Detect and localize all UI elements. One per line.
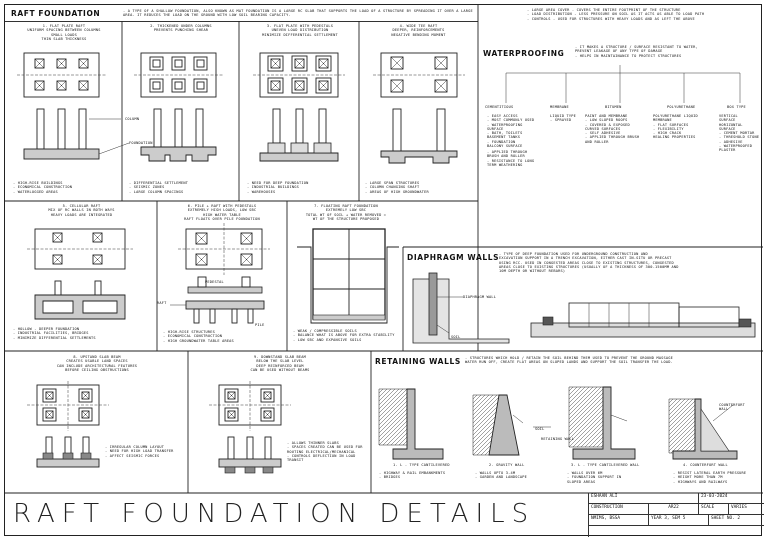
panel-flat-plate-pedestals-title: 3. FLAT PLATE WITH PEDESTALS UNEVEN LOAD… bbox=[262, 24, 338, 37]
panel-wide-tee-raft-title: 4. WIDE TEE RAFT DEEPER, REINFORCEMENTS … bbox=[391, 24, 446, 37]
wp-type-membrane: MEMBRANE bbox=[550, 105, 569, 109]
floating-raft-diagram bbox=[297, 228, 399, 324]
tb-sheet-number: SHEET NO. 2 bbox=[709, 515, 764, 526]
diaphragm-walls-description: - TYPE OF DEEP FOUNDATION USED FOR UNDER… bbox=[499, 252, 679, 274]
flat-plate-raft-notes: - HIGH-RISE BUILDINGS - ECONOMICAL CONST… bbox=[13, 181, 73, 194]
wp-cementitious-extra: - APPLIED THROUGH BRUSH AND ROLLER - RES… bbox=[487, 150, 535, 167]
tb-institution: NMIMS, BSSA bbox=[589, 515, 649, 526]
sheet-big-title: RAFT FOUNDATION DETAILS bbox=[13, 499, 536, 529]
retaining-type-4-name: 4. COUNTERFORT WALL bbox=[683, 463, 728, 467]
tb-student-name: ESHAAN ALI bbox=[589, 493, 699, 504]
drawing-sheet: RAFT FOUNDATION - A TYPE OF A SHALLOW FO… bbox=[4, 4, 764, 537]
pile-raft-diagram bbox=[170, 223, 270, 324]
diaphragm-plan-section bbox=[530, 302, 756, 338]
wp-type-polyurethane: POLYURETHANE bbox=[667, 105, 696, 109]
waterproofing-tree-lines bbox=[505, 65, 741, 103]
pedestal-label: PEDESTAL bbox=[205, 280, 224, 284]
waterproofing-title: WATERPROOFING bbox=[483, 49, 565, 58]
wide-tee-raft-notes: - LARGE SPAN STRUCTURES - COLUMN CHANGIN… bbox=[365, 181, 429, 194]
flat-plate-raft-diagram bbox=[17, 52, 130, 160]
upstand-slab-diagram bbox=[27, 381, 109, 468]
raft-foundation-features: - LARGE AREA COVER - COVERS THE ENTIRE F… bbox=[527, 8, 705, 21]
retaining-walls-title: RETAINING WALLS bbox=[375, 357, 461, 366]
raft-label: RAFT bbox=[157, 301, 167, 305]
pedestal-raft-notes: - NEED FOR DEEP FOUNDATION - INDUSTRIAL … bbox=[247, 181, 309, 194]
retaining-type-2-notes: - WALLS UPTO 3-4M - GARDEN AND LANDSCAPE bbox=[475, 471, 527, 480]
cellular-raft-notes: - HOLLOW - DEEPER FOUNDATION - INDUSTRIA… bbox=[13, 327, 96, 340]
panel-upstand-slab-title: 8. UPSTAND SLAB BEAM CREATES USABLE LAND… bbox=[56, 355, 138, 372]
tb-date: 23-03-2024 bbox=[699, 493, 764, 504]
wp-type-bitumen: BITUMEN bbox=[605, 105, 622, 109]
counterfort-wall-label: COUNTERFORT WALL bbox=[719, 403, 745, 412]
foundation-label: FOUNDATION bbox=[129, 141, 153, 145]
pile-raft-notes: - HIGH-RISE STRUCTURES - ECONOMICAL CONS… bbox=[163, 330, 234, 343]
retaining-wall-label: RETAINING WALL bbox=[541, 437, 575, 441]
floating-raft-notes: - WEAK / COMPRESSIBLE SOILS - BALANCE WH… bbox=[293, 329, 395, 342]
panel-floating-raft-title: 7. FLOATING RAFT FOUNDATION EXTREMELY LO… bbox=[305, 204, 387, 221]
raft-foundation-description: - A TYPE OF A SHALLOW FOUNDATION, ALSO K… bbox=[123, 9, 473, 18]
panel-flat-plate-raft-title: 1. FLAT PLATE RAFT UNIFORM SPACING BETWE… bbox=[27, 24, 101, 41]
panel-pile-raft-title: 6. PILE + RAFT WITH PEDESTALS EXTREMELY … bbox=[184, 204, 260, 221]
upstand-slab-notes: - IRREGULAR COLUMN LAYOUT - NEED FOR HIG… bbox=[105, 445, 174, 458]
panel-grid-lines bbox=[5, 5, 763, 494]
wp-cementitious-items: - EASY ACCESS - MOST COMMONLY USED - WAT… bbox=[487, 114, 535, 149]
wide-tee-raft-diagram bbox=[373, 52, 465, 164]
diaphragm-wall-section bbox=[412, 272, 510, 344]
thickened-raft-diagram bbox=[134, 52, 223, 162]
retaining-wall-sections bbox=[378, 386, 738, 460]
thickened-raft-notes: - DIFFERENTIAL SETTLEMENT - SEISMIC ZONE… bbox=[129, 181, 189, 194]
tb-year: YEAR 3, SEM 5 bbox=[649, 515, 709, 526]
diaphragm-wall-label: DIAPHRAGM WALL bbox=[463, 295, 497, 299]
diaphragm-walls-title: DIAPHRAGM WALLS bbox=[407, 253, 500, 262]
retaining-soil-label: SOIL bbox=[535, 427, 545, 431]
downstand-slab-diagram bbox=[209, 381, 291, 474]
l-type-cantilevered-section bbox=[378, 388, 444, 460]
retaining-type-3-notes: - WALLS OVER 6M - FOUNDATION SUPPORT IN … bbox=[567, 471, 622, 484]
wp-membrane-items: LIQUID TYPE - SPRAYED bbox=[550, 114, 576, 123]
wp-type-box: BOX TYPE bbox=[727, 105, 746, 109]
panel-downstand-slab-title: 9. DOWNSTAND SLAB BEAM BELOW THE SLAB LE… bbox=[250, 355, 310, 372]
retaining-type-1-name: 1. L - TYPE CANTILEVERED bbox=[393, 463, 450, 467]
pedestal-raft-diagram bbox=[253, 52, 345, 162]
pile-label: PILE bbox=[255, 323, 265, 327]
waterproofing-description: - IT MAKES A STRUCTURE / SURFACE RESISTA… bbox=[575, 45, 698, 58]
wp-polyurethane-items: POLYURETHANE LIQUID MEMBRANE - FLAT SURF… bbox=[653, 114, 698, 140]
downstand-slab-notes: - ALLOWS THINNER SLABS - SPACES CREATED … bbox=[287, 441, 363, 463]
tb-scale-label: SCALE bbox=[699, 504, 729, 515]
retaining-type-3-name: 3. L - TYPE CANTILEVERED WALL bbox=[571, 463, 640, 467]
panel-thickened-under-columns-title: 2. THICKENED UNDER COLUMNS PREVENTS PUNC… bbox=[150, 24, 212, 33]
retaining-type-2-name: 2. GRAVITY WALL bbox=[489, 463, 525, 467]
cellular-raft-diagram bbox=[27, 228, 133, 320]
gravity-wall-section bbox=[472, 394, 524, 456]
wp-box-items: VERTICAL SURFACE HORIZONTAL SURFACE - CE… bbox=[719, 114, 760, 153]
counterfort-wall-section bbox=[668, 398, 738, 460]
column-label: COLUMN bbox=[125, 117, 140, 121]
tb-subject: CONSTRUCTION bbox=[589, 504, 649, 515]
raft-foundation-title: RAFT FOUNDATION bbox=[11, 9, 101, 18]
wp-bitumen-items: PAINT AND MEMBRANE - LOW SLOPED ROOFS - … bbox=[585, 114, 640, 144]
wp-type-cementitious: CEMENTITIOUS bbox=[485, 105, 514, 109]
panel-cellular-raft-title: 5. CELLULAR RAFT MIX OF RC WALLS IN BOTH… bbox=[48, 204, 115, 217]
cantilevered-wall-section bbox=[568, 386, 636, 460]
tb-scale-value: VARIES bbox=[729, 504, 764, 515]
tb-code: AR22 bbox=[649, 504, 699, 515]
retaining-walls-description: - STRUCTURES WHICH HOLD / RETAIN THE SOI… bbox=[465, 356, 673, 365]
diaphragm-soil-label: SOIL bbox=[451, 335, 461, 339]
header-divider bbox=[5, 21, 478, 22]
title-block: ESHAAN ALI 23-03-2024 CONSTRUCTION AR22 … bbox=[588, 493, 764, 537]
retaining-type-4-notes: - RESIST LATERAL EARTH PRESSURE - HEIGHT… bbox=[673, 471, 747, 484]
retaining-type-1-notes: - HIGHWAY & RAIL EMBANKMENTS - BRIDGES bbox=[379, 471, 446, 480]
column-grid bbox=[34, 58, 89, 91]
